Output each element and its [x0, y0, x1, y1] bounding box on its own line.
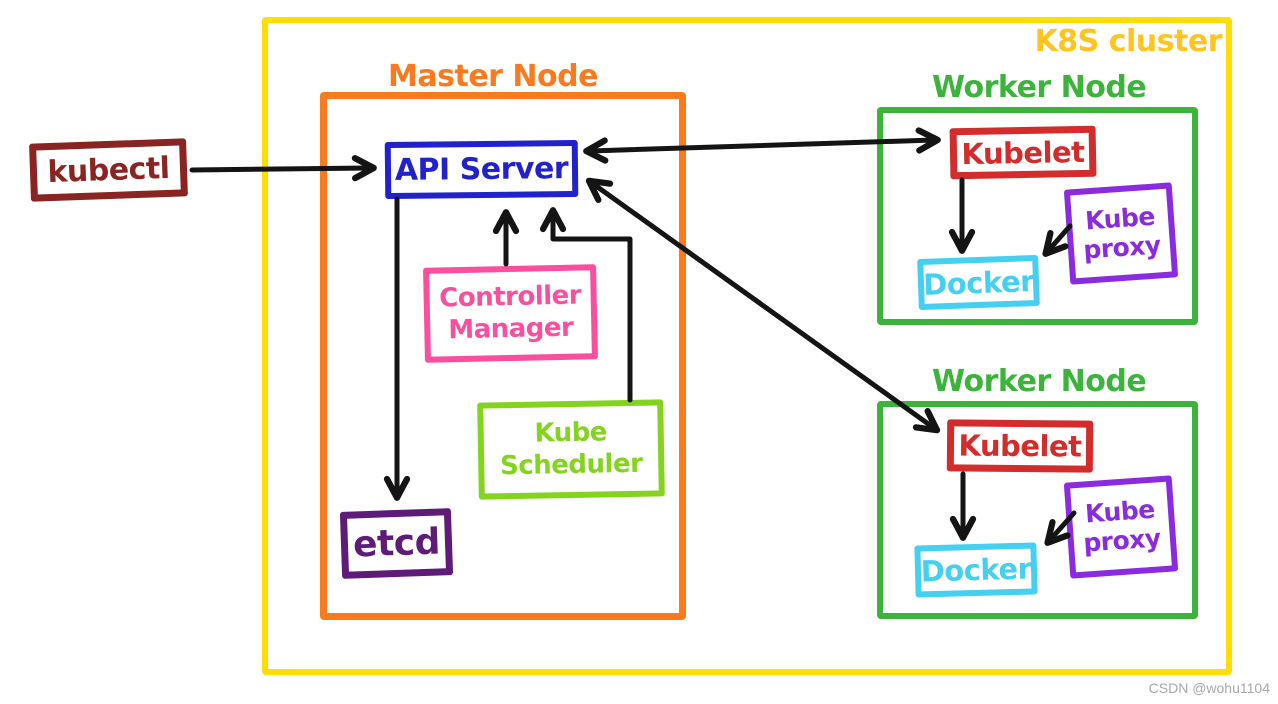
controller-manager-node: Controller Manager — [423, 264, 598, 363]
worker-2-kubelet-node: Kubelet — [946, 419, 1094, 473]
worker-1-docker-node: Docker — [917, 254, 1040, 311]
master-node-label: Master Node — [388, 59, 598, 94]
k8s-cluster-label: K8S cluster — [1034, 24, 1223, 59]
k8s-cluster-frame — [262, 17, 1232, 675]
kubectl-node: kubectl — [29, 138, 188, 202]
watermark: CSDN @wohu1104 — [1148, 680, 1270, 696]
worker-2-docker-node: Docker — [914, 542, 1038, 598]
etcd-node: etcd — [339, 508, 454, 579]
worker-node-2-frame — [877, 401, 1198, 619]
worker-2-kube-proxy-node: Kube proxy — [1063, 475, 1179, 579]
worker-1-kube-proxy-node: Kube proxy — [1063, 182, 1179, 285]
worker-node-1-label: Worker Node — [932, 70, 1147, 105]
api-server-node: API Server — [384, 139, 579, 200]
worker-1-kubelet-node: Kubelet — [949, 125, 1097, 180]
worker-node-2-label: Worker Node — [932, 364, 1147, 399]
kube-scheduler-node: Kube Scheduler — [477, 399, 665, 500]
